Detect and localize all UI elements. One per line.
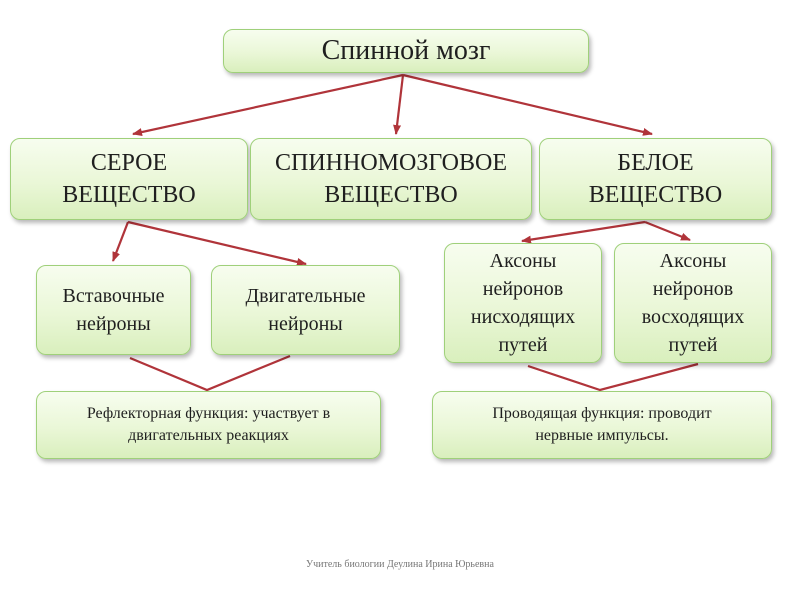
author-credit: Учитель биологии Деулина Ирина Юрьевна [306, 559, 494, 570]
arrow-to-ascending-axons [644, 220, 691, 242]
diagram-title: Спинной мозг [223, 29, 589, 73]
gray-matter-box: СЕРОЕ ВЕЩЕСТВО [10, 138, 248, 220]
descending-axons-box: Аксоны нейронов нисходящих путей [444, 243, 602, 363]
spinal-matter-box: СПИННОМОЗГОВОЕ ВЕЩЕСТВО [250, 138, 532, 220]
arrow-to-descending-axons [521, 220, 646, 244]
connector-neurons-to-reflex [129, 354, 291, 392]
arrow-to-motor-neurons [127, 220, 307, 266]
white-matter-box: БЕЛОЕ ВЕЩЕСТВО [539, 138, 772, 220]
conduction-function-box: Проводящая функция: проводит нервные имп… [432, 391, 772, 459]
reflex-function-box: Рефлекторная функция: участвует в двигат… [36, 391, 381, 459]
arrow-to-interneurons [111, 221, 130, 262]
arrow-to-spinal-matter [393, 74, 405, 135]
motor-neurons-box: Двигательные нейроны [211, 265, 400, 355]
interneurons-box: Вставочные нейроны [36, 265, 191, 355]
arrow-to-white-matter [402, 73, 653, 136]
connector-axons-to-conduction [527, 362, 699, 392]
ascending-axons-box: Аксоны нейронов восходящих путей [614, 243, 772, 363]
arrow-to-gray-matter [132, 73, 404, 136]
